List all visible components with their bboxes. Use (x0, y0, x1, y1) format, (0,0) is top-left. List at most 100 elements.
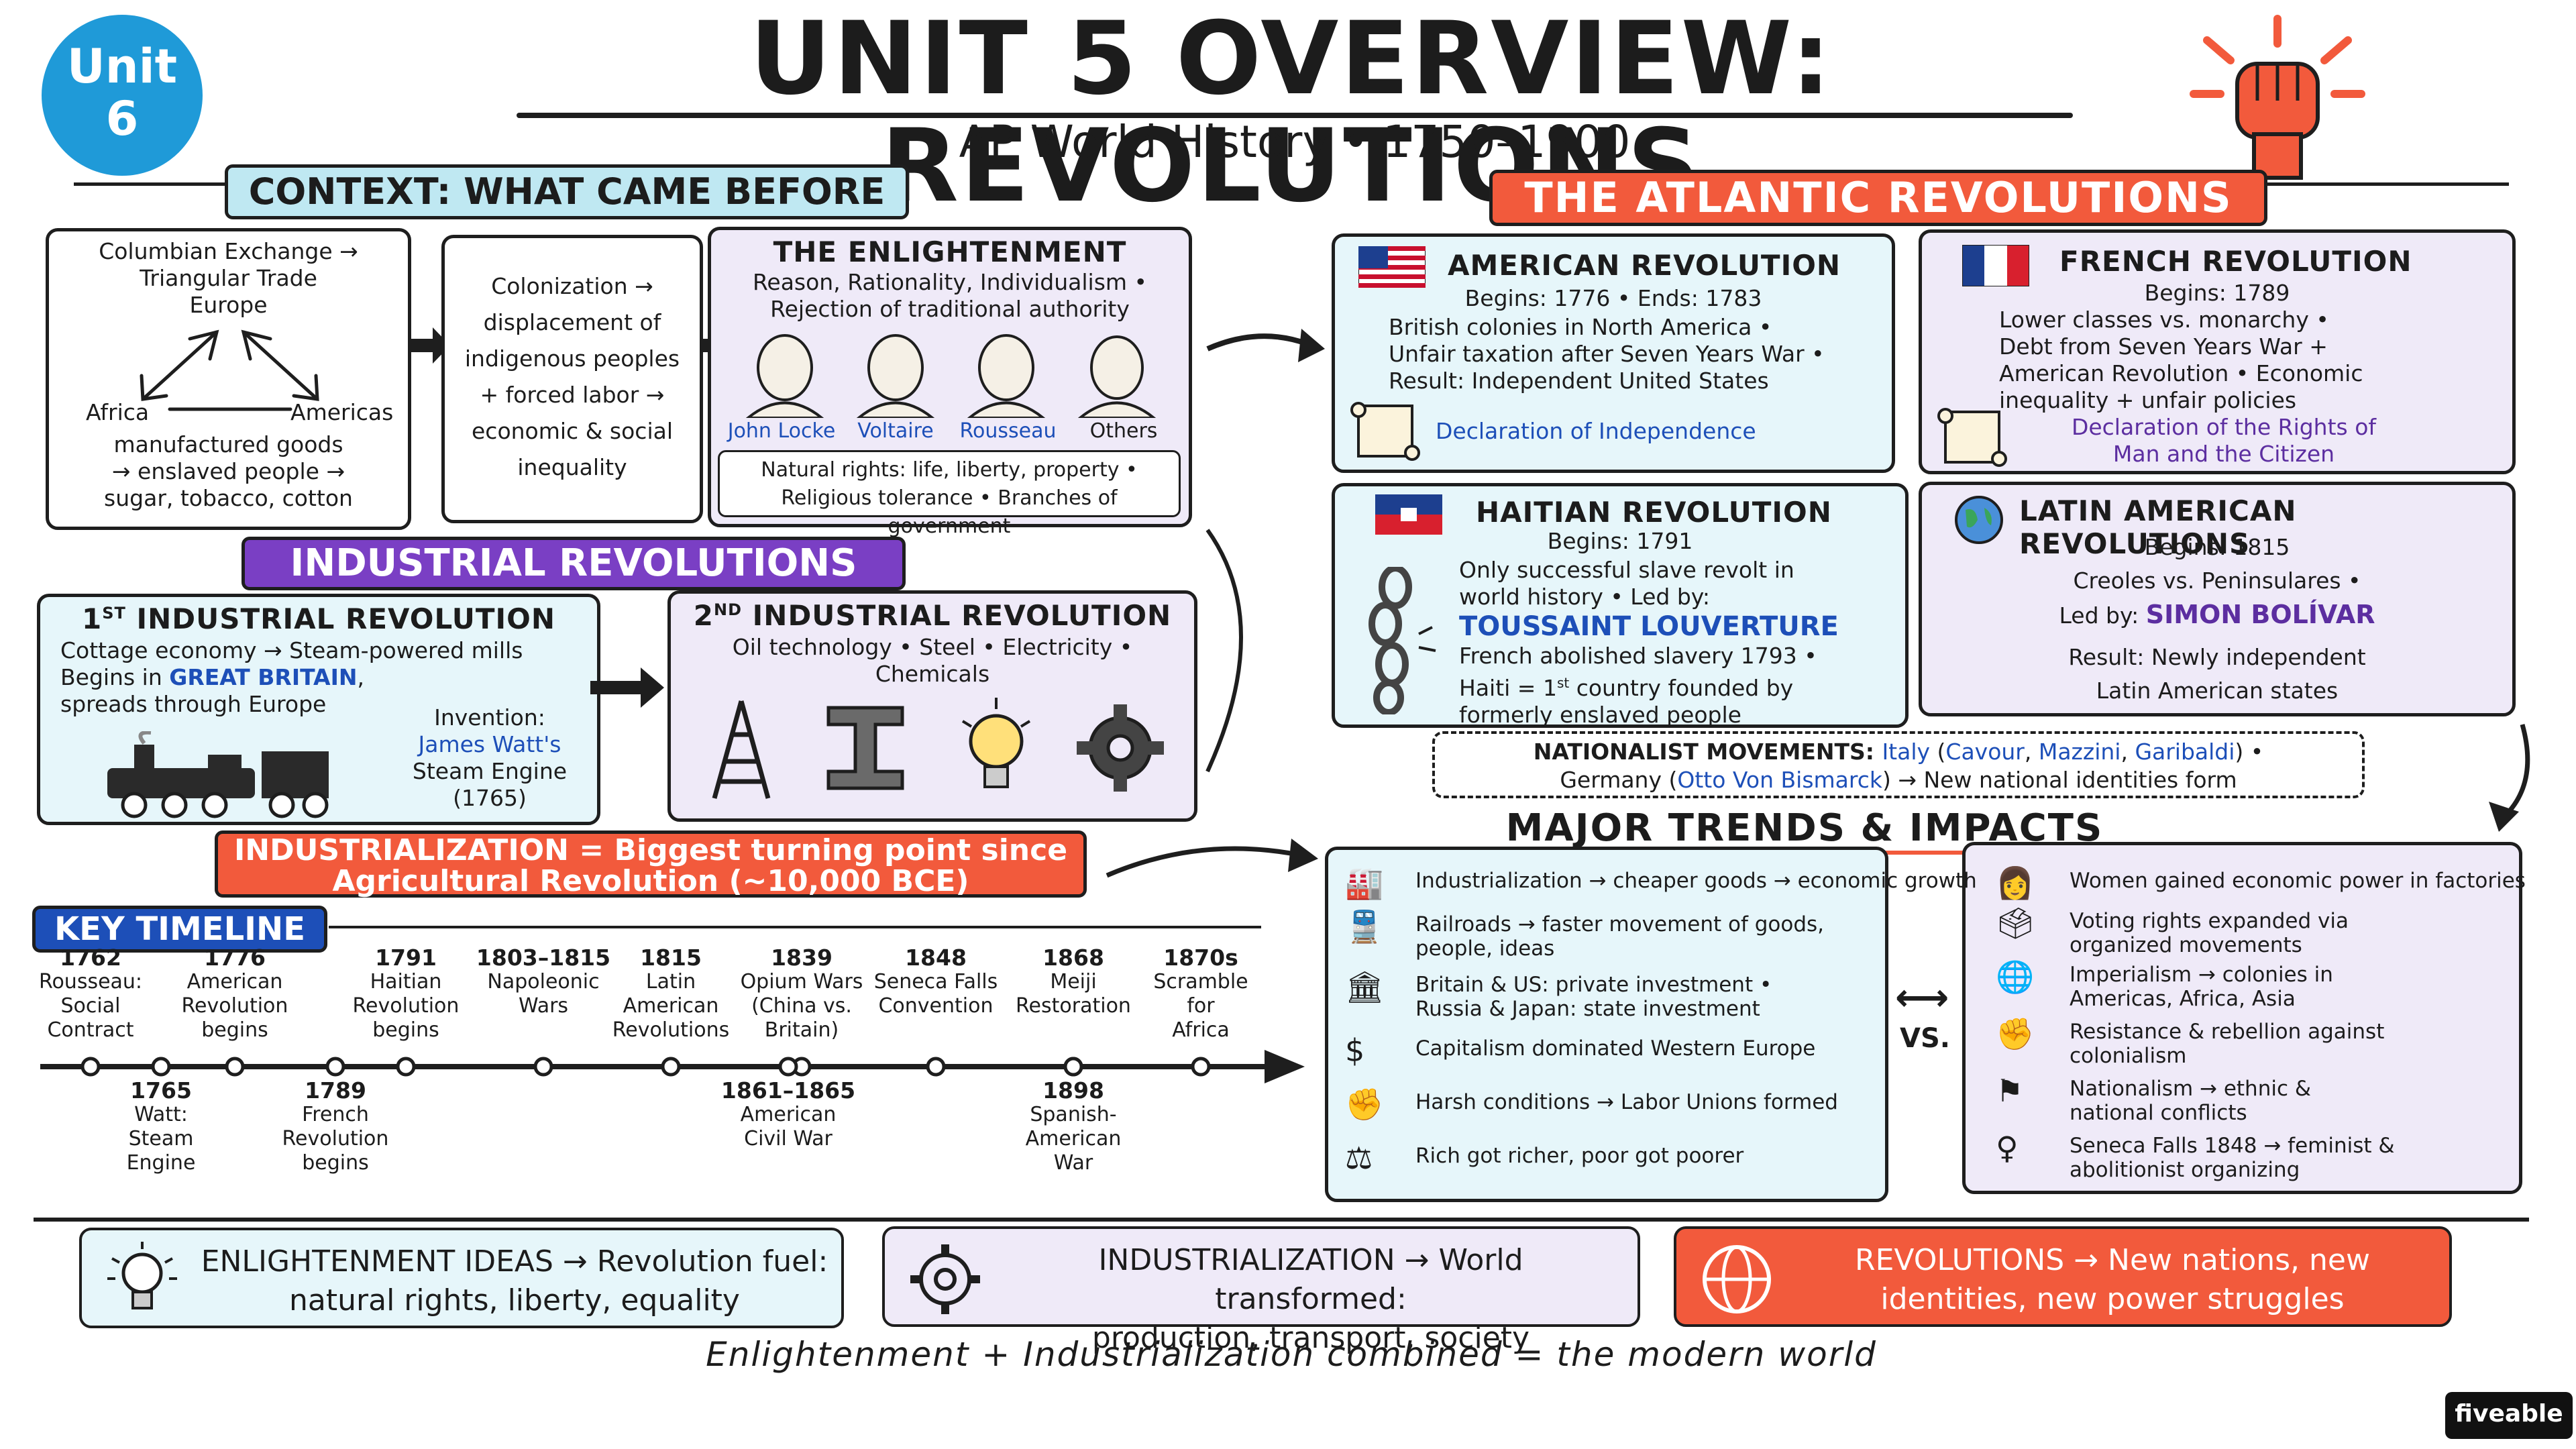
french-flag-icon (1962, 245, 2029, 286)
context-banner: CONTEXT: WHAT CAME BEFORE (225, 164, 909, 219)
haiti-flag-icon (1375, 494, 1442, 535)
us-flag-icon (1358, 246, 1426, 288)
natural-rights-box: Natural rights: life, liberty, property … (718, 450, 1181, 538)
vs-label: VS. (1900, 1023, 1950, 1054)
nationalist-movements-box: NATIONALIST MOVEMENTS: Italy (Cavour, Ma… (1432, 731, 2365, 798)
nationalist-germany: Germany ( (1560, 767, 1678, 793)
arrow-icon (590, 667, 664, 708)
trend-item: Railroads → faster movement of goods,peo… (1415, 912, 1825, 961)
haitian-leader: TOUSSAINT LOUVERTURE (1459, 611, 1839, 642)
invention-line3: Steam Engine (412, 758, 568, 784)
haitian-line4: Haiti = 1st country founded by (1459, 675, 1794, 701)
invention-line2: James Watt's (418, 731, 561, 757)
columbian-line1: Columbian Exchange → (99, 238, 358, 264)
second-industrial-box: 2ND INDUSTRIAL REVOLUTION Oil technology… (667, 590, 1197, 822)
timeline-marker (533, 1057, 553, 1077)
latin-line1: Creoles vs. Peninsulares • (2073, 568, 2361, 594)
atlantic-banner: THE ATLANTIC REVOLUTIONS (1489, 170, 2267, 226)
nationalist-garibaldi: Garibaldi (2135, 739, 2235, 765)
industrialization-significance-banner: INDUSTRIALIZATION = Biggest turning poin… (215, 830, 1087, 898)
scroll-document-icon (1350, 402, 1420, 461)
american-document: Declaration of Independence (1436, 418, 1756, 444)
trend-item: Rich got richer, poor got poorer (1415, 1144, 1744, 1168)
summary-industrialization-line1: INDUSTRIALIZATION → World transformed: (1098, 1243, 1523, 1316)
section-divider (34, 1218, 2529, 1222)
nationalist-italy: Italy (1882, 739, 1931, 765)
french-line3: American Revolution • Economic (1999, 360, 2363, 386)
summary-industrialization-line2: production, transport, society (1091, 1321, 1530, 1355)
goods-line2: → enslaved people → (111, 458, 345, 484)
haitian-line5: formerly enslaved people (1459, 702, 1741, 728)
second-industrial-title: 2ND INDUSTRIAL REVOLUTION (693, 599, 1172, 632)
colonization-line2: displacement of (483, 309, 661, 335)
trend-item: Seneca Falls 1848 → feminist &abolitioni… (2070, 1134, 2395, 1182)
summary-revolutions-line2: identities, new power struggles (1880, 1282, 2345, 1316)
scales-icon: ⚖ (1345, 1140, 1373, 1176)
timeline-axis (40, 1050, 1305, 1083)
columbian-line2: Triangular Trade (140, 265, 317, 291)
french-dates: Begins: 1789 (2144, 280, 2290, 306)
latin-line2: Led by: SIMON BOLÍVAR (2059, 600, 2375, 629)
second-industrial-line1: Oil technology • Steel • Electricity • (732, 634, 1133, 660)
unit-badge: Unit 6 (42, 15, 203, 176)
factory-icon: 🏭 (1345, 865, 1384, 901)
french-line1: Lower classes vs. monarchy • (1999, 307, 2329, 333)
american-revolution-title: AMERICAN REVOLUTION (1448, 249, 1841, 282)
enlightenment-line2: Rejection of traditional authority (770, 296, 1130, 322)
latin-american-revolutions-box: LATIN AMERICAN REVOLUTIONS Begins: 1815 … (1919, 482, 2516, 716)
lightbulb-icon (107, 1242, 177, 1309)
colonization-line1: Colonization → (491, 273, 653, 299)
thinker-locke: John Locke (727, 419, 836, 443)
second-industrial-line2: Chemicals (875, 661, 990, 687)
globe-icon: 🌐 (1996, 959, 2035, 995)
haitian-dates: Begins: 1791 (1547, 528, 1693, 554)
trend-item: Capitalism dominated Western Europe (1415, 1036, 1816, 1061)
steam-train-icon (107, 731, 329, 818)
broken-chain-icon (1368, 567, 1436, 714)
timeline-marker (225, 1057, 245, 1077)
timeline-marker (926, 1057, 946, 1077)
summary-enlightenment-line2: natural rights, liberty, equality (289, 1283, 740, 1318)
scroll-document-icon (1937, 408, 2007, 467)
haitian-line1: Only successful slave revolt in (1459, 557, 1794, 583)
unit-badge-line2: 6 (105, 91, 139, 146)
significance-line2: Agricultural Revolution (~10,000 BCE) (332, 864, 969, 898)
fiveable-logo[interactable]: fiveable (2445, 1392, 2573, 1439)
thinker-rousseau: Rousseau (959, 419, 1057, 443)
americas-label: Americas (290, 399, 394, 425)
colonization-box: Colonization → displacement of indigenou… (441, 235, 703, 523)
trend-item: Industrialization → cheaper goods → econ… (1415, 869, 1977, 893)
arrow-icon (409, 327, 450, 364)
timeline-marker (325, 1057, 345, 1077)
american-line2: Unfair taxation after Seven Years War • (1389, 341, 1825, 367)
triangle-trade-arrows (140, 329, 319, 411)
first-industrial-line2: Begins in GREAT BRITAIN, (60, 664, 364, 690)
trend-item: Nationalism → ethnic &national conflicts (2070, 1077, 2312, 1125)
rights-line2: Religious tolerance • Branches of govern… (781, 486, 1118, 538)
curved-arrow-icon (1206, 329, 1325, 362)
timeline-top-rule (329, 926, 1261, 928)
goods-line1: manufactured goods (113, 431, 343, 458)
bottom-line: Enlightenment + Industrialization combin… (706, 1335, 1877, 1374)
train-icon: 🚆 (1345, 908, 1384, 945)
title-underline (517, 113, 2073, 118)
raised-fist-icon: ✊ (1996, 1016, 2035, 1052)
american-dates: Begins: 1776 • Ends: 1783 (1464, 285, 1762, 311)
nationalist-cavour: Cavour (1945, 739, 2025, 765)
colonization-line5: economic & social (472, 418, 673, 444)
thinker-voltaire: Voltaire (857, 419, 934, 443)
columbian-europe: Europe (189, 292, 268, 318)
africa-label: Africa (86, 399, 150, 425)
nationalist-mazzini: Mazzini (2038, 739, 2121, 765)
page-title: UNIT 5 OVERVIEW: REVOLUTIONS (749, 1, 1833, 225)
gear-icon (1077, 704, 1164, 792)
american-line1: British colonies in North America • (1389, 314, 1772, 340)
trend-item: Women gained economic power in factories (2070, 869, 2526, 893)
american-line3: Result: Independent United States (1389, 368, 1769, 394)
trends-left-box (1325, 847, 1888, 1202)
